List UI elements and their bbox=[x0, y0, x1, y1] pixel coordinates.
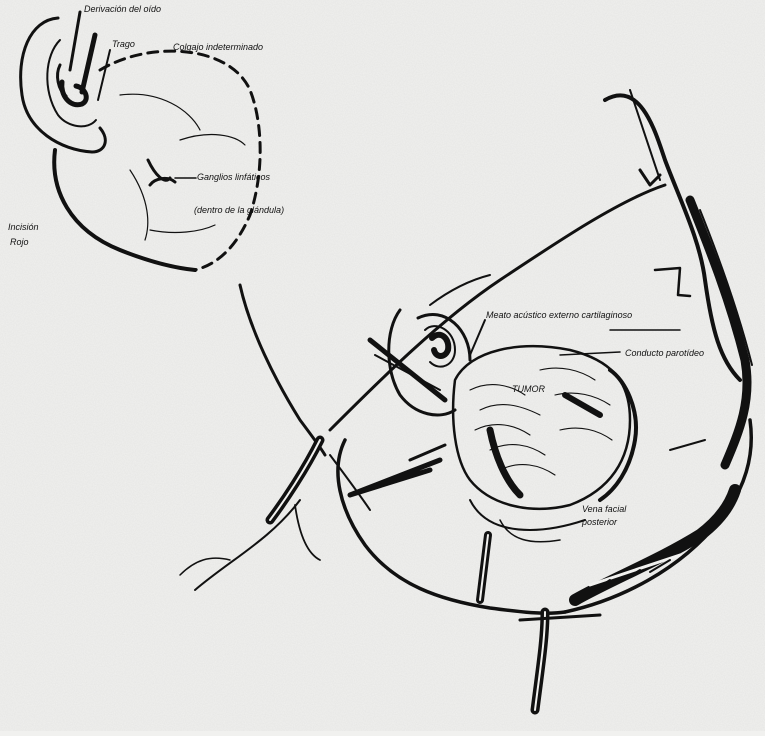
label-colgajo: Colgajo indeterminado bbox=[173, 42, 263, 52]
label-ganglios-1: Ganglios linfáticos bbox=[197, 172, 271, 182]
label-derivacion: Derivación del oído bbox=[84, 4, 161, 14]
label-conducto: Conducto parotídeo bbox=[625, 348, 704, 358]
label-incision-1: Incisión bbox=[8, 222, 39, 232]
label-tumor: TUMOR bbox=[512, 384, 545, 394]
label-incision-2: Rojo bbox=[10, 237, 29, 247]
label-ganglios-2: (dentro de la glándula) bbox=[194, 205, 284, 215]
label-meato: Meato acústico externo cartilaginoso bbox=[486, 310, 632, 320]
label-vena-2: posterior bbox=[581, 517, 618, 527]
label-vena-1: Vena facial bbox=[582, 504, 627, 514]
label-trago: Trago bbox=[112, 39, 135, 49]
